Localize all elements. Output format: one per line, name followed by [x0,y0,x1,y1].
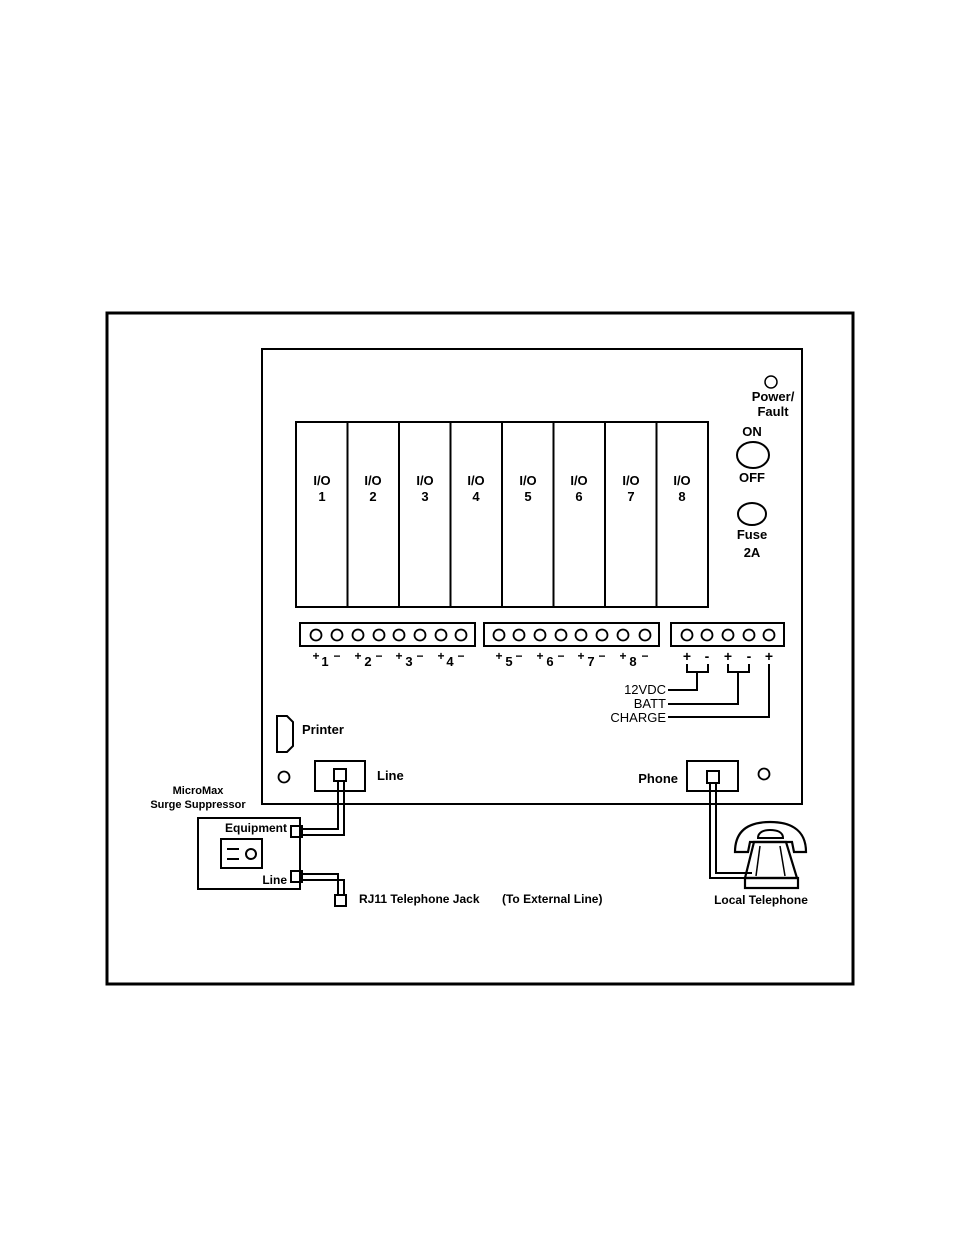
line-jack-icon [334,769,346,781]
io-module-7-label: I/O [622,473,639,488]
power-fault-label-2: Fault [757,404,789,419]
terminal-minus-2: − [375,649,382,663]
surge-title-2: Surge Suppressor [150,799,246,811]
terminal-block-1-4 [300,623,475,646]
phone-port-label: Phone [638,771,678,786]
terminal-block-5-8 [484,623,659,646]
terminal-num-4: 4 [446,654,454,669]
terminal-num-3: 3 [405,654,412,669]
fuse-icon [738,503,766,525]
terminal-plus-3: + [395,649,402,663]
phone-cable [710,783,752,878]
io-module-1-num: 1 [318,489,325,504]
io-module-7-num: 7 [627,489,634,504]
surge-line-label: Line [262,873,287,887]
io-module-5-num: 5 [524,489,531,504]
io-module-6-label: I/O [570,473,587,488]
terminal-num-1: 1 [321,654,328,669]
power-terminal-sign-3: + [724,648,732,664]
io-module-rack [296,422,708,607]
io-module-2-num: 2 [369,489,376,504]
io-module-8-label: I/O [673,473,690,488]
terminal-minus-4: − [457,649,464,663]
power-terminal-leads [668,664,769,717]
surge-equipment-label: Equipment [225,821,287,835]
io-module-5-label: I/O [519,473,536,488]
io-module-8-num: 8 [678,489,685,504]
line-cable [302,781,344,835]
telephone-icon [735,822,806,888]
diagram-frame [107,313,853,984]
io-module-4-num: 4 [472,489,480,504]
io-module-2-label: I/O [364,473,381,488]
power-terminal-sign-2: - [705,648,710,664]
line-port-label: Line [377,768,404,783]
rj11-jack-icon [335,895,346,906]
local-telephone-label: Local Telephone [714,893,808,907]
terminal-num-7: 7 [587,654,594,669]
vdc-label: 12VDC [624,682,666,697]
terminal-plus-7: + [577,649,584,663]
rj11-label: RJ11 Telephone Jack [359,892,480,906]
terminal-num-8: 8 [629,654,636,669]
terminal-num-6: 6 [546,654,553,669]
terminal-minus-7: − [598,649,605,663]
line-jack-housing [315,761,365,791]
terminal-plus-5: + [495,649,502,663]
printer-label: Printer [302,722,344,737]
power-fault-label-1: Power/ [752,389,795,404]
io-module-3-num: 3 [421,489,428,504]
power-terminal-sign-5: + [765,648,773,664]
terminal-block-power [671,623,784,646]
mounting-hole-left-icon [279,772,290,783]
terminal-minus-1: − [333,649,340,663]
terminal-plus-8: + [619,649,626,663]
terminal-num-5: 5 [505,654,512,669]
terminal-plus-1: + [312,649,319,663]
power-fault-led-icon [765,376,777,388]
terminal-plus-6: + [536,649,543,663]
terminal-minus-3: − [416,649,423,663]
fuse-label-2: 2A [744,545,761,560]
terminal-minus-6: − [557,649,564,663]
power-terminal-sign-1: + [683,648,691,664]
batt-label: BATT [634,696,666,711]
power-switch-icon [737,442,769,468]
terminal-num-2: 2 [364,654,371,669]
charge-label: CHARGE [610,710,666,725]
phone-jack-housing [687,761,738,791]
switch-on-label: ON [742,424,762,439]
mounting-hole-right-icon [759,769,770,780]
io-module-6-num: 6 [575,489,582,504]
rj11-note: (To External Line) [502,892,602,906]
switch-off-label: OFF [739,470,765,485]
io-module-3-label: I/O [416,473,433,488]
io-module-4-label: I/O [467,473,484,488]
terminal-minus-8: − [641,649,648,663]
terminal-plus-2: + [354,649,361,663]
rj11-cable [302,874,344,895]
surge-title-1: MicroMax [173,785,225,797]
phone-jack-icon [707,771,719,783]
printer-port-icon [277,716,293,752]
fuse-label-1: Fuse [737,527,767,542]
power-terminal-sign-4: - [747,648,752,664]
terminal-minus-5: − [515,649,522,663]
terminal-plus-4: + [437,649,444,663]
io-module-1-label: I/O [313,473,330,488]
